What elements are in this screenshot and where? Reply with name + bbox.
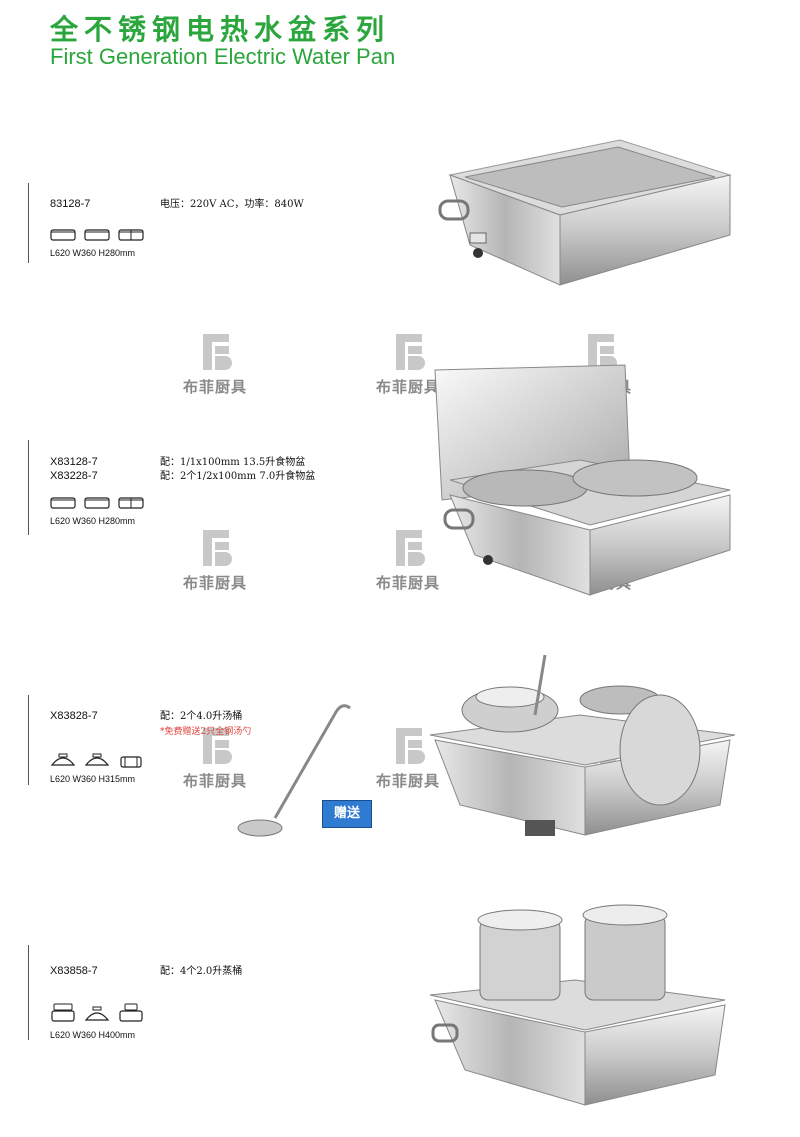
- size-icons: [50, 1003, 144, 1023]
- pan-outline-icon: [118, 497, 144, 509]
- spec-line: 电压：220V AC，功率：840W: [160, 199, 304, 210]
- section-divider: [28, 695, 29, 785]
- pan-outline-icon: [118, 229, 144, 241]
- spec-line: 配：4个2.0升蒸桶: [160, 966, 243, 977]
- lid-outline-icon: [50, 753, 76, 766]
- fb-logo-icon: [396, 728, 425, 764]
- model-number: X83228-7: [50, 470, 98, 482]
- model-number: X83128-7: [50, 456, 98, 468]
- product-image-water-pan-with-lid: [434, 364, 731, 596]
- page-title-en: First Generation Electric Water Pan: [50, 44, 396, 69]
- section-divider: [28, 183, 29, 263]
- size-icons: [50, 752, 144, 768]
- watermark: 布菲厨具: [175, 332, 255, 397]
- gift-note: *免费赠送2只全钢汤勺: [160, 727, 252, 737]
- watermark-text: 布菲厨具: [182, 378, 247, 396]
- product-image-water-pan: [438, 139, 732, 286]
- spec-line: 配：1/1x100mm 13.5升食物盆: [160, 457, 306, 468]
- fb-logo-icon: [203, 728, 232, 764]
- watermark-text: 布菲厨具: [375, 772, 440, 790]
- pan-outline-icon: [50, 497, 76, 509]
- watermark-text: 布菲厨具: [375, 574, 440, 592]
- watermark: 布菲厨具: [368, 726, 448, 791]
- steamer-outline-icon: [119, 1003, 143, 1022]
- size-icons: [50, 494, 144, 510]
- watermark-text: 布菲厨具: [375, 378, 440, 396]
- section-divider: [28, 440, 29, 535]
- gift-badge: 赠送: [322, 800, 372, 828]
- spec-line: 配：2个1/2x100mm 7.0升食物盆: [160, 471, 316, 482]
- model-number: 83128-7: [50, 198, 91, 210]
- dimensions: L620 W360 H280mm: [50, 516, 136, 526]
- ladle-icon: [237, 704, 351, 837]
- pan-outline-icon: [84, 229, 110, 241]
- watermark: 布菲厨具: [368, 528, 448, 593]
- dimensions: L620 W360 H400mm: [50, 1030, 136, 1040]
- watermark: 布菲厨具: [175, 528, 255, 593]
- fb-logo-icon: [396, 530, 425, 566]
- fb-logo-icon: [203, 530, 232, 566]
- size-icons: [50, 226, 144, 242]
- lid-outline-icon: [84, 1006, 110, 1021]
- watermark-text: 布菲厨具: [182, 772, 247, 790]
- spec-line: 配：2个4.0升汤桶: [160, 711, 243, 722]
- model-number: X83858-7: [50, 965, 98, 977]
- lid-outline-icon: [84, 753, 110, 766]
- pan-outline-icon: [84, 497, 110, 509]
- pan-outline-icon: [50, 229, 76, 241]
- watermark: 布菲厨具: [175, 726, 255, 791]
- fb-logo-icon: [203, 334, 232, 370]
- watermark: 布菲厨具: [368, 332, 448, 397]
- dimensions: L620 W360 H315mm: [50, 774, 136, 784]
- steamer-outline-icon: [51, 1003, 75, 1022]
- page-title-cn: 全不锈钢电热水盆系列: [50, 13, 391, 46]
- watermark-text: 布菲厨具: [182, 574, 247, 592]
- pot-outline-icon: [120, 756, 142, 768]
- fb-logo-icon: [396, 334, 425, 370]
- dimensions: L620 W360 H280mm: [50, 248, 136, 258]
- product-image-soup-station: [429, 655, 736, 836]
- product-image-steamer-station: [429, 904, 726, 1106]
- section-divider: [28, 945, 29, 1040]
- model-number: X83828-7: [50, 710, 98, 722]
